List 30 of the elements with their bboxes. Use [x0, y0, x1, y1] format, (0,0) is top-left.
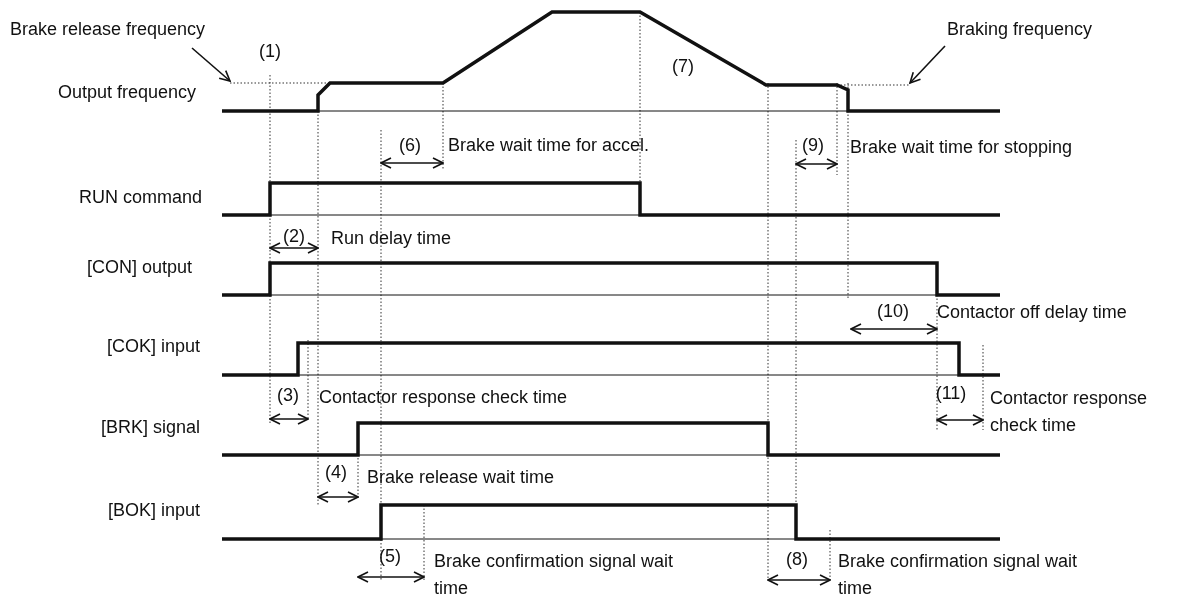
signal-name: [COK] input: [106, 335, 200, 357]
time-label: Brake confirmation signal wait time: [838, 550, 1078, 600]
time-label: Run delay time: [331, 227, 452, 249]
callout-number: (10): [877, 300, 909, 322]
signal-name: RUN command: [78, 186, 202, 208]
signal-name: Output frequency: [57, 81, 196, 103]
time-label: Contactor response check time: [319, 386, 568, 408]
callout-number: (11): [935, 382, 967, 404]
callout-number: (5): [379, 545, 401, 567]
callout-number: (8): [786, 548, 808, 570]
callout-number: (7): [672, 55, 694, 77]
leader-label: Braking frequency: [947, 18, 1093, 40]
callout-number: (4): [325, 461, 347, 483]
callout-number: (6): [399, 134, 421, 156]
callout-number: (1): [259, 40, 281, 62]
leader-line: [909, 45, 946, 84]
signal-name: [CON] output: [86, 256, 192, 278]
callout-number: (2): [283, 225, 305, 247]
time-label: Contactor response check time: [990, 387, 1149, 437]
leader-label: Brake release frequency: [10, 18, 206, 40]
callout-number: (9): [802, 134, 824, 156]
time-label: Brake release wait time: [367, 466, 555, 488]
time-label: Brake wait time for accel.: [448, 134, 650, 156]
leader-line: [191, 47, 231, 82]
time-label: Brake confirmation signal wait time: [434, 550, 674, 600]
signal-name: [BRK] signal: [100, 416, 200, 438]
time-label: Contactor off delay time: [937, 301, 1127, 323]
callout-number: (3): [277, 384, 299, 406]
time-label: Brake wait time for stopping: [850, 136, 1073, 158]
signal-name: [BOK] input: [107, 499, 200, 521]
